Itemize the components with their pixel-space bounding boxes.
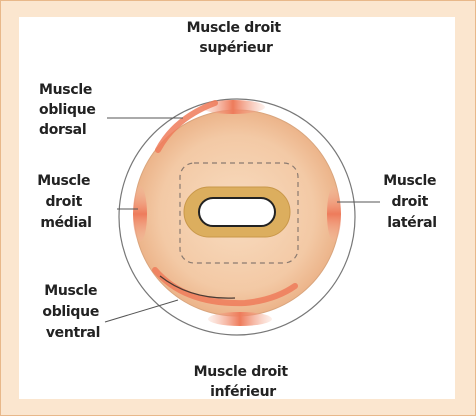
lateral-rectus-muscle: [327, 186, 341, 242]
ventral-oblique-label: Muscle oblique ventral: [42, 283, 103, 341]
medial-rectus-muscle: [133, 186, 147, 242]
inferior-rectus-label: Muscle droit inférieur: [194, 364, 293, 400]
lateral-rectus-label: Muscle droit latéral: [383, 173, 441, 231]
superior-rectus-label: Muscle droit supérieur: [187, 20, 286, 56]
medial-rectus-label: Muscle droit médial: [37, 173, 95, 231]
dorsal-oblique-label: Muscle oblique dorsal: [39, 82, 100, 138]
leader-ventral-oblique: [105, 300, 178, 322]
pupil-opening: [199, 198, 275, 226]
inferior-rectus-muscle: [208, 312, 272, 326]
